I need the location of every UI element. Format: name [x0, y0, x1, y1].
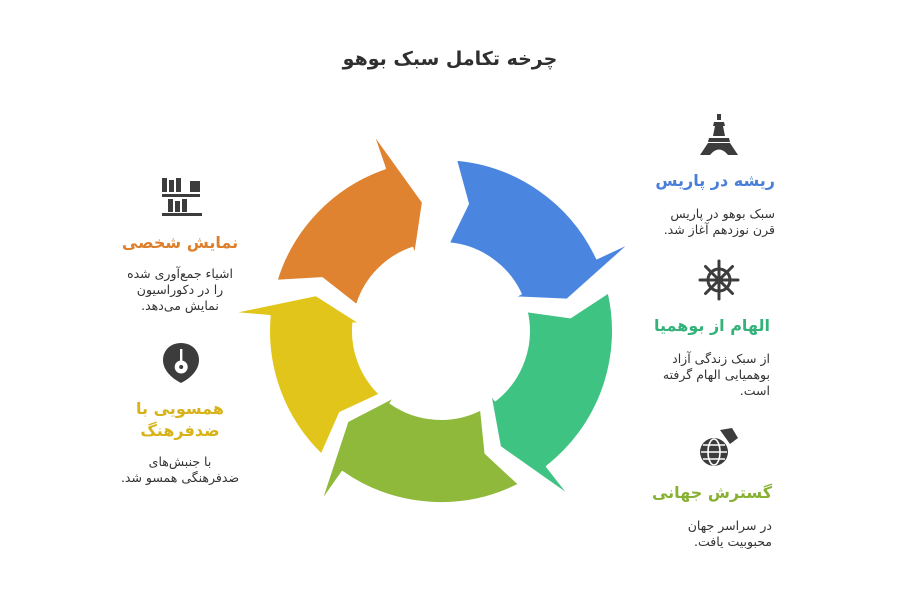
cycle-arrow-display — [275, 131, 424, 307]
bookshelf-icon — [162, 178, 202, 216]
stage-personal-display: نمایش شخصی اشیاء جمع‌آوری شده را در دکور… — [120, 232, 240, 314]
eiffel-tower-icon — [700, 114, 738, 155]
stage-description: از سبک زندگی آزاد بوهمیایی الهام گرفته ا… — [662, 351, 770, 398]
stage-global: گسترش جهانی در سراسر جهان محبوبیت یافت. — [522, 482, 772, 550]
stage-title: همسویی با ضدفرهنگ — [136, 399, 224, 440]
stage-bohemia: الهام از بوهمیا از سبک زندگی آزاد بوهمیا… — [520, 315, 770, 399]
cycle-arrow-paris — [447, 158, 633, 301]
stage-title: نمایش شخصی — [121, 233, 239, 252]
guitar-pin-icon — [163, 343, 199, 383]
stage-title: ریشه در پاریس — [655, 171, 775, 190]
stage-paris: ریشه در پاریس سبک بوهو در پاریس قرن نوزد… — [525, 170, 775, 238]
stage-description: سبک بوهو در پاریس قرن نوزدهم آغاز شد. — [663, 206, 775, 237]
cycle-arrow-counterculture — [230, 294, 381, 456]
stage-title: گسترش جهانی — [651, 483, 772, 502]
stage-description: با جنبش‌های ضدفرهنگی همسو شد. — [120, 454, 240, 485]
cycle-arrow-bohemia — [489, 291, 614, 498]
ship-wheel-icon — [698, 259, 740, 301]
cycle-arrow-global — [319, 395, 521, 505]
globe-chat-icon — [700, 428, 738, 466]
stage-counterculture: همسویی با ضدفرهنگ با جنبش‌های ضدفرهنگی ه… — [110, 398, 250, 486]
page-title: چرخه تکامل سبک بوهو — [342, 48, 558, 70]
stage-title: الهام از بوهمیا — [653, 316, 770, 335]
stage-description: اشیاء جمع‌آوری شده را در دکوراسیون نمایش… — [127, 266, 233, 313]
stage-description: در سراسر جهان محبوبیت یافت. — [687, 518, 772, 549]
